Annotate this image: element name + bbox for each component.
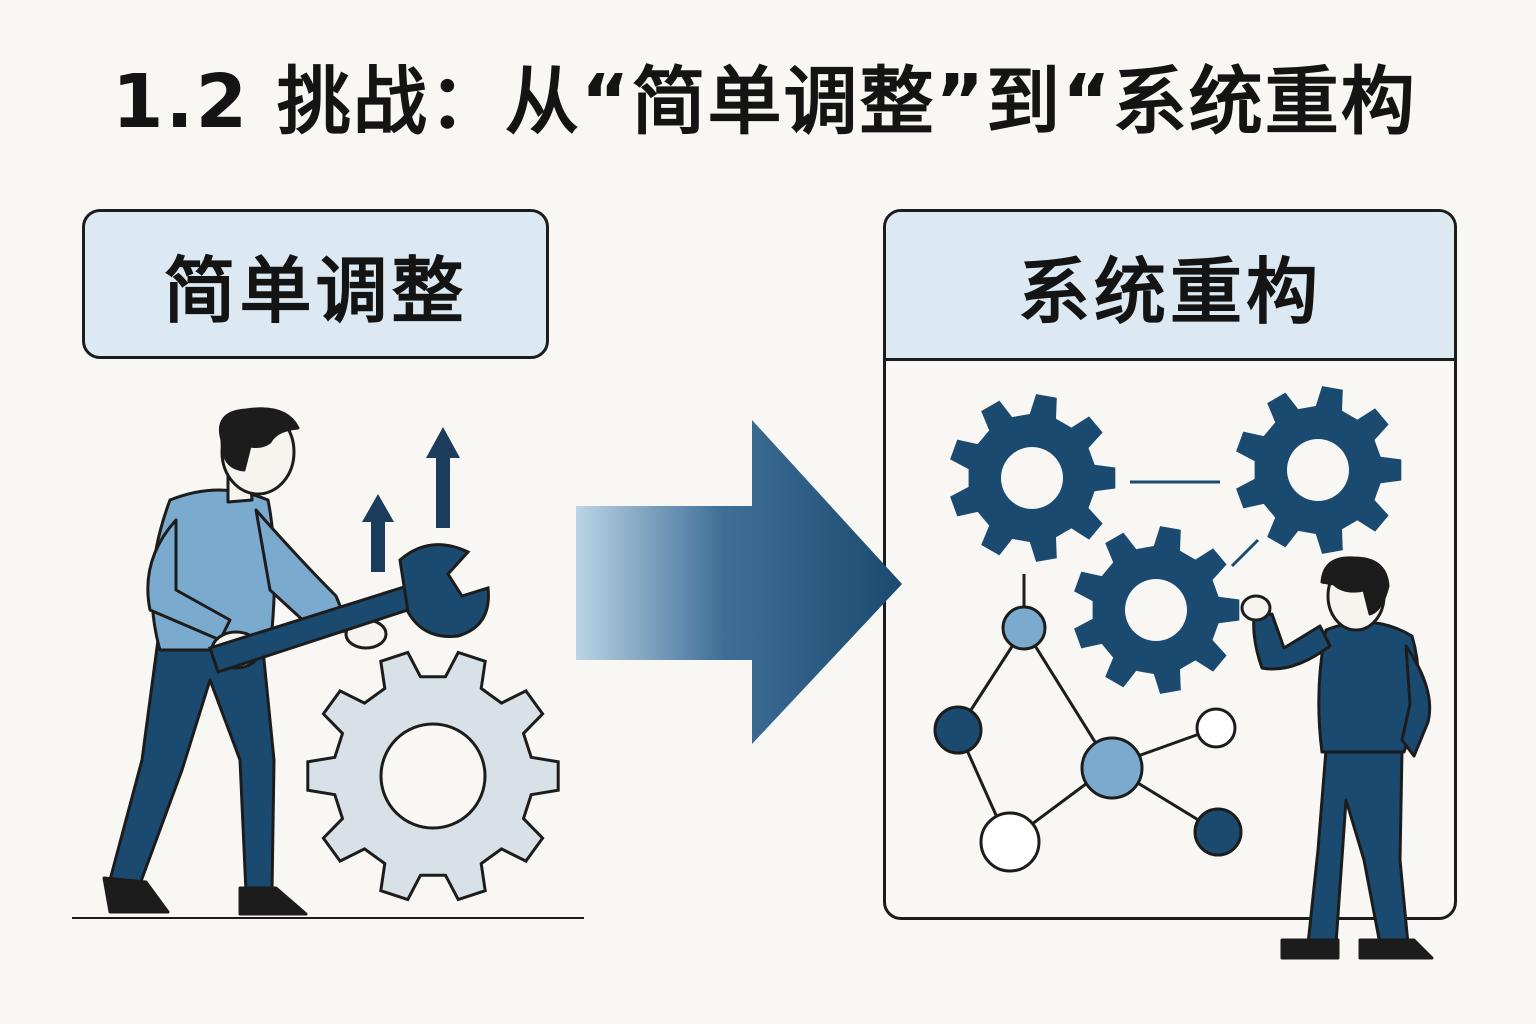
wrench-icon <box>208 543 490 674</box>
page-title: 1.2 挑战：从“简单调整”到“系统重构 <box>112 59 1417 145</box>
network-graph-icon <box>933 574 1243 873</box>
right-arrow-icon <box>576 420 902 744</box>
gear-icon <box>1074 526 1240 694</box>
gear-icon <box>1236 386 1402 554</box>
up-arrow-icon <box>362 494 394 572</box>
simple-adjustment-text: 简单调整 <box>163 248 468 333</box>
simple-adjustment-label: 简单调整 <box>82 209 549 359</box>
system-restructure-text: 系统重构 <box>1017 249 1322 334</box>
system-restructure-header: 系统重构 <box>886 212 1454 361</box>
gear-icon <box>950 394 1116 562</box>
presenter-person-icon <box>1240 556 1434 960</box>
gear-icon <box>306 650 560 902</box>
connector-lines <box>1130 480 1260 568</box>
up-arrow-icon <box>426 427 460 528</box>
